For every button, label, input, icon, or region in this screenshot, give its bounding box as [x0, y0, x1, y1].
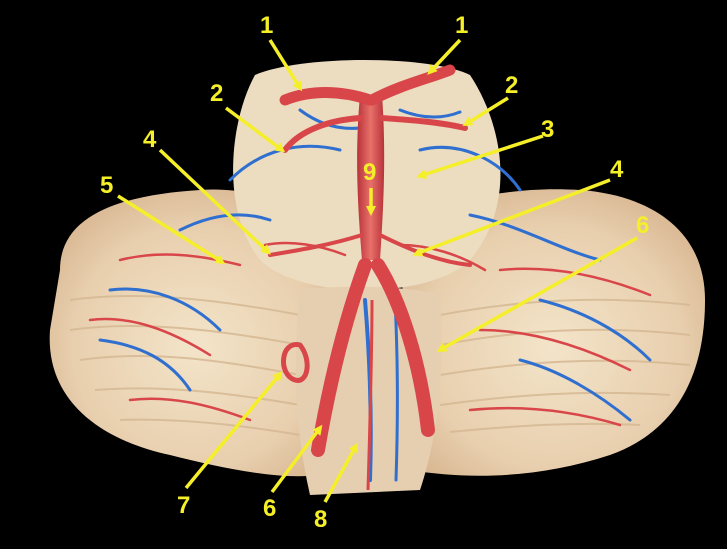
- arrow-6-bottom: [270, 424, 323, 494]
- arrow-7: [184, 370, 283, 490]
- arrow-1-right: [427, 38, 462, 75]
- label-7: 7: [177, 492, 191, 519]
- label-3: 3: [541, 116, 555, 143]
- posterior-cerebral-arteries: [279, 64, 456, 106]
- cerebellar-folia: [69, 295, 691, 436]
- anterior-inferior-cerebellar-arteries: [268, 233, 472, 267]
- label-4-right: 4: [610, 156, 624, 183]
- arrow-6-right: [436, 236, 638, 352]
- arrow-2-right: [462, 96, 509, 127]
- arrow-8: [323, 442, 358, 503]
- label-2-right: 2: [505, 72, 519, 99]
- pointer-arrows: [117, 38, 638, 503]
- anterior-spinal-artery: [366, 299, 374, 491]
- arrow-2-left: [224, 106, 286, 153]
- label-2-left: 2: [210, 80, 224, 107]
- vertebral-arteries: [311, 258, 435, 457]
- label-6-bottom: 6: [263, 495, 277, 522]
- branch-arteries: [88, 241, 652, 427]
- arrow-3: [416, 134, 544, 179]
- right-cerebellar-hemisphere: [400, 189, 705, 476]
- arrow-4-right: [412, 178, 611, 257]
- basilar-artery: [357, 95, 385, 260]
- arrow-5: [117, 194, 226, 265]
- label-6-right: 6: [636, 212, 650, 239]
- arrow-4-left: [158, 148, 271, 255]
- arrow-1-left: [268, 39, 303, 92]
- posterior-inferior-cerebellar-artery-loop: [281, 342, 310, 383]
- label-1-left: 1: [260, 12, 274, 39]
- label-1-right: 1: [455, 12, 469, 39]
- label-8: 8: [314, 506, 328, 533]
- superior-cerebellar-arteries: [282, 115, 468, 153]
- label-5: 5: [100, 172, 114, 199]
- label-4-left: 4: [143, 126, 157, 153]
- label-9: 9: [363, 159, 377, 186]
